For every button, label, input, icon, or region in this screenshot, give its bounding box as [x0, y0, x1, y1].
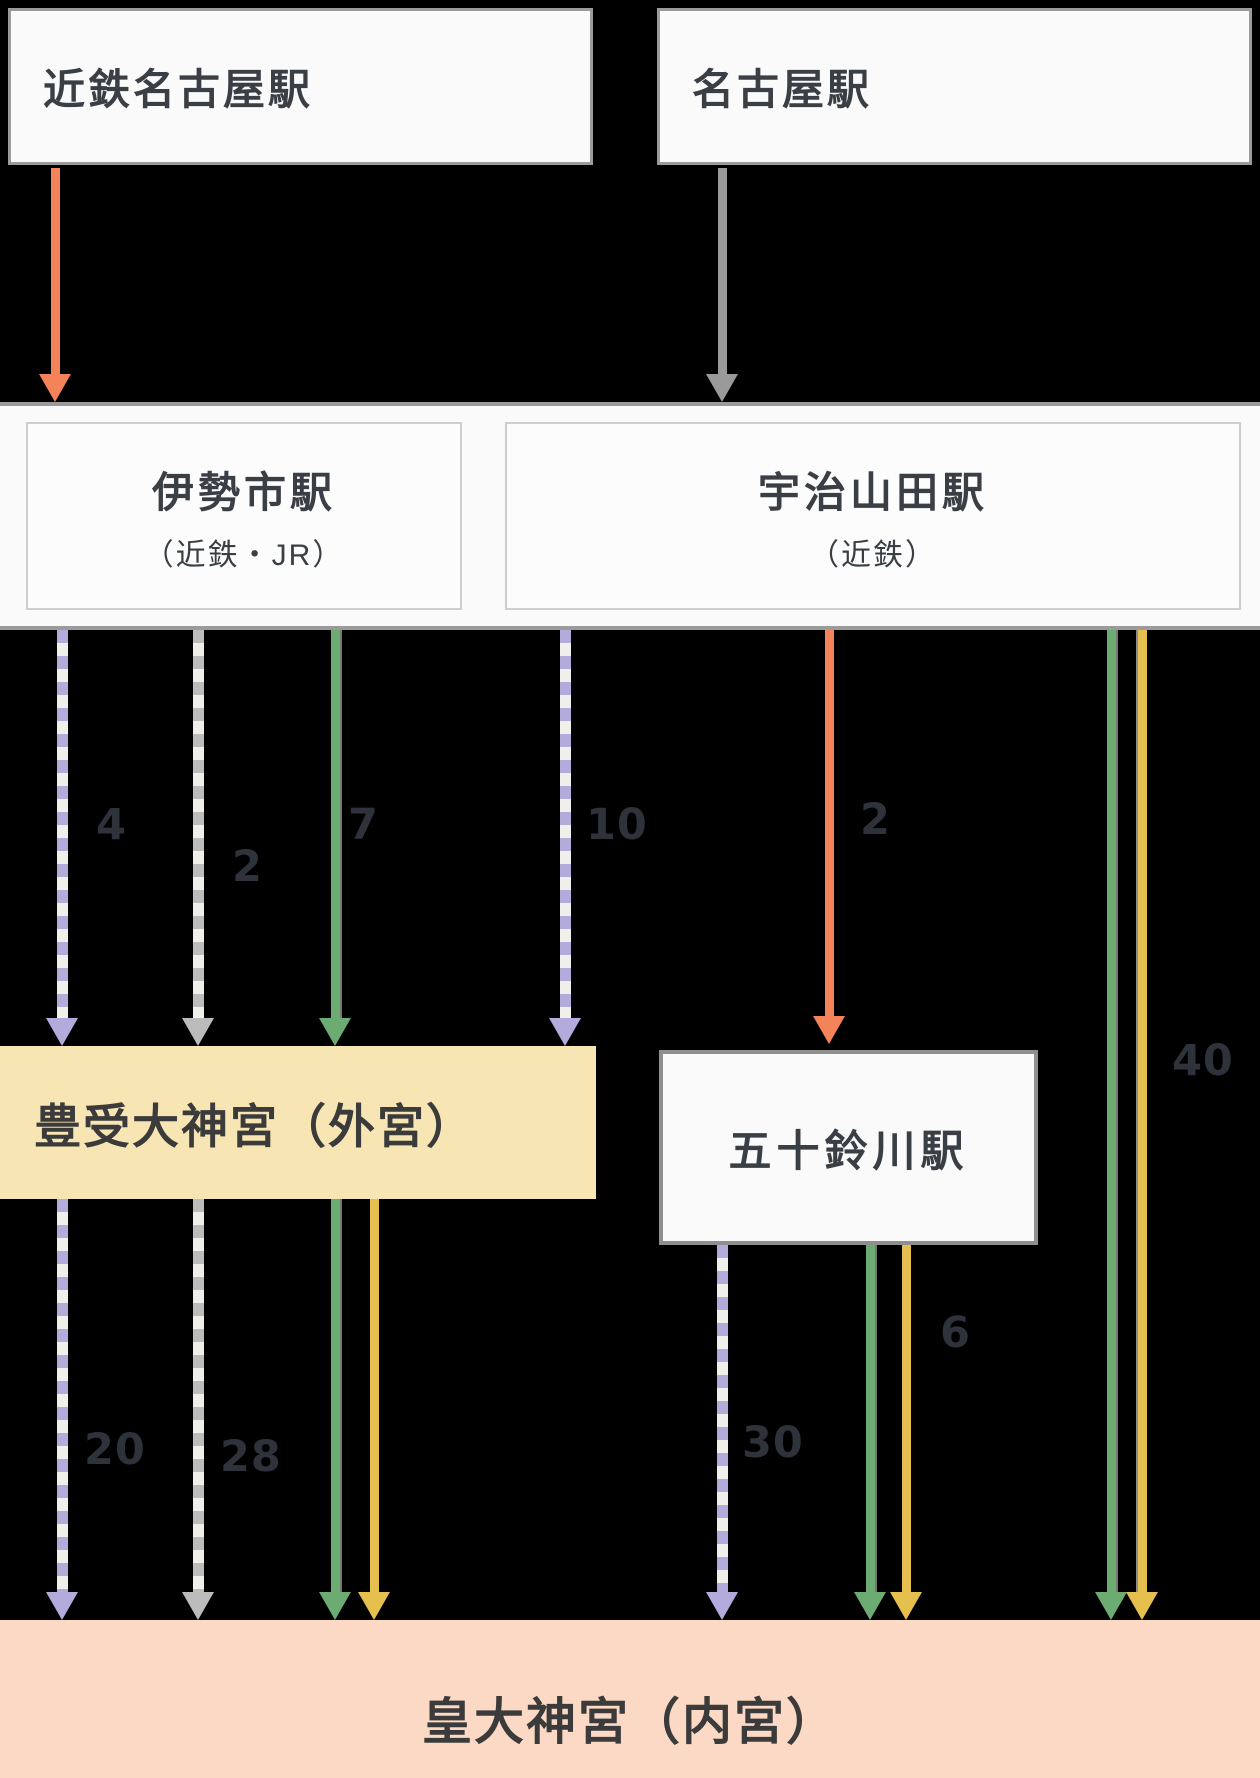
- route-arrowhead-iseshi-to-geku-walk: [46, 1018, 78, 1046]
- route-arrowhead-geku-to-naiku-bus: [319, 1592, 351, 1620]
- station-label-nagoya: 名古屋駅: [692, 66, 873, 113]
- shrine-label-geku: 豊受大神宮（外宮）: [34, 1100, 475, 1153]
- station-label-kintetsu-nagoya: 近鉄名古屋駅: [43, 66, 314, 113]
- route-arrowhead-ujiyamada-to-naiku-car: [1126, 1592, 1158, 1620]
- duration-badge-ujiyamada-to-naiku-car: 40: [1172, 1036, 1234, 1086]
- station-box-ujiyamada: 宇治山田駅 （近鉄）: [505, 422, 1241, 610]
- route-arrowhead-iseshi-to-geku-bus: [319, 1018, 351, 1046]
- route-line-geku-to-naiku-2: [192, 1199, 204, 1598]
- route-line-ujiyamada-to-naiku-bus: [1106, 630, 1116, 1598]
- station-box-isuzugawa: 五十鈴川駅: [659, 1050, 1038, 1245]
- station-box-kintetsu-nagoya: 近鉄名古屋駅: [8, 8, 593, 165]
- route-line-isuzugawa-to-naiku-bus: [865, 1245, 875, 1598]
- route-line-isuzugawa-to-naiku-car: [901, 1245, 911, 1598]
- shrine-box-naiku: 皇大神宮（内宮）: [0, 1620, 1260, 1778]
- shrine-box-geku: 豊受大神宮（外宮）: [0, 1046, 596, 1199]
- route-line-iseshi-to-geku-walk: [56, 630, 68, 1024]
- duration-badge-ujiyamada-to-isuzugawa: 2: [860, 795, 891, 845]
- route-line-iseshi-to-geku-2: [192, 630, 204, 1024]
- route-arrowhead-isuzugawa-to-naiku-bus: [854, 1592, 886, 1620]
- route-line-nagoya-to-ujiyamada: [717, 168, 727, 380]
- route-arrowhead-geku-to-naiku-walk: [46, 1592, 78, 1620]
- route-line-ujiyamada-to-geku-walk: [559, 630, 571, 1024]
- route-arrowhead-ujiyamada-to-naiku-bus: [1095, 1592, 1127, 1620]
- route-line-kintetsu-nagoya-to-iseshi: [50, 168, 60, 380]
- route-arrowhead-iseshi-to-geku-2: [182, 1018, 214, 1046]
- duration-badge-isuzugawa-to-naiku-car: 6: [940, 1308, 971, 1358]
- route-line-geku-to-naiku-car: [369, 1199, 379, 1598]
- route-arrowhead-geku-to-naiku-car: [358, 1592, 390, 1620]
- transfer-band: 伊勢市駅 （近鉄・JR） 宇治山田駅 （近鉄）: [0, 402, 1260, 630]
- station-sublabel-ujiyamada: （近鉄）: [809, 538, 937, 572]
- shrine-label-naiku: 皇大神宮（内宮）: [422, 1694, 838, 1750]
- station-label-ujiyamada: 宇治山田駅: [757, 468, 988, 516]
- route-line-ujiyamada-to-isuzugawa: [824, 630, 834, 1022]
- route-arrowhead-isuzugawa-to-naiku-car: [890, 1592, 922, 1620]
- route-arrowhead-geku-to-naiku-2: [182, 1592, 214, 1620]
- route-line-geku-to-naiku-bus: [330, 1199, 340, 1598]
- route-arrowhead-ujiyamada-to-isuzugawa: [813, 1016, 845, 1044]
- route-arrowhead-nagoya-to-ujiyamada: [706, 374, 738, 402]
- route-arrowhead-kintetsu-nagoya-to-iseshi: [39, 374, 71, 402]
- route-line-isuzugawa-to-naiku-walk: [716, 1245, 728, 1598]
- duration-badge-isuzugawa-to-naiku-walk: 30: [742, 1418, 804, 1468]
- station-box-nagoya: 名古屋駅: [657, 8, 1252, 165]
- station-label-isuzugawa: 五十鈴川駅: [728, 1127, 969, 1176]
- duration-badge-geku-to-naiku-2: 28: [220, 1432, 282, 1482]
- route-line-iseshi-to-geku-bus: [330, 630, 340, 1024]
- duration-badge-iseshi-to-geku-2: 2: [232, 842, 263, 892]
- duration-badge-iseshi-to-geku-bus: 7: [348, 800, 379, 850]
- route-arrowhead-ujiyamada-to-geku-walk: [549, 1018, 581, 1046]
- route-line-ujiyamada-to-naiku-car: [1137, 630, 1147, 1598]
- station-sublabel-iseshi: （近鉄・JR）: [143, 538, 345, 572]
- duration-badge-geku-to-naiku-walk: 20: [84, 1425, 146, 1475]
- duration-badge-iseshi-to-geku-walk: 4: [96, 800, 127, 850]
- station-label-iseshi: 伊勢市駅: [151, 468, 336, 516]
- route-line-geku-to-naiku-walk: [56, 1199, 68, 1598]
- route-arrowhead-isuzugawa-to-naiku-walk: [706, 1592, 738, 1620]
- station-box-iseshi: 伊勢市駅 （近鉄・JR）: [26, 422, 462, 610]
- duration-badge-ujiyamada-to-geku-walk: 10: [586, 800, 648, 850]
